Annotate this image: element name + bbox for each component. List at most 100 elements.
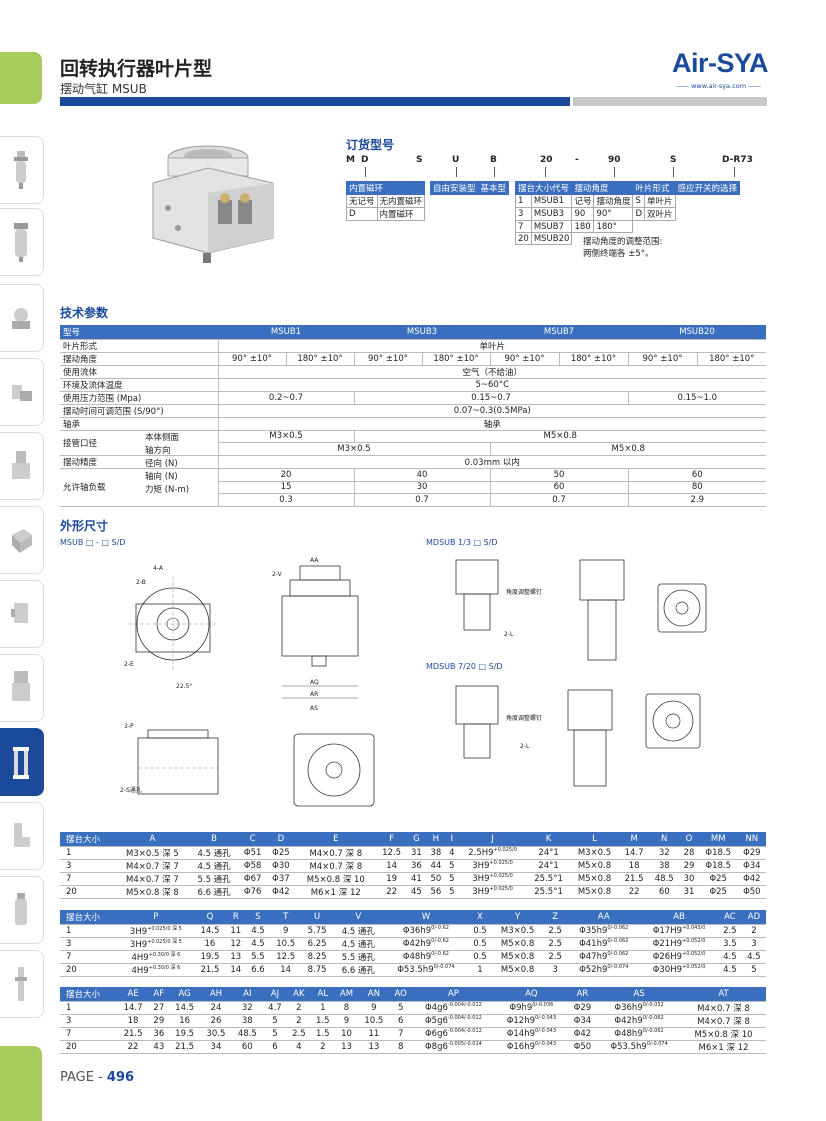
side-tab-regulator[interactable]: [0, 208, 44, 276]
table-cell: 2.5H9+0.025/0: [457, 846, 528, 860]
spec-sublabel: 本体侧面: [145, 432, 180, 443]
spec-cell: 15: [217, 481, 354, 495]
cell-value: 4: [449, 847, 455, 858]
filter-icon: [14, 151, 28, 189]
cell-value: 60: [241, 1041, 253, 1052]
table-cell: 1: [60, 1001, 118, 1015]
side-tab-solenoid[interactable]: [0, 432, 44, 500]
regulator-icon: [14, 223, 28, 262]
side-tab-filter[interactable]: [0, 136, 44, 204]
cell-value: M4×0.7 深 7: [126, 861, 179, 872]
cell-value: 4.5 通孔: [341, 939, 375, 950]
cell-value: 13: [368, 1041, 380, 1052]
cell-value: M3×0.5: [577, 847, 612, 858]
table-cell: 19.5: [168, 1027, 201, 1041]
cell-value: 28: [683, 847, 695, 858]
table-cell: Φ42: [266, 885, 296, 899]
dim-text-4a: 4-A: [153, 565, 164, 572]
cell-value: Φ16h9: [506, 1041, 536, 1052]
table-cell: Φ5g6-0.004/-0.012: [411, 1014, 495, 1028]
tolerance: +0.025/0: [489, 886, 513, 893]
table-cell: 8: [389, 1040, 412, 1054]
side-tab-block[interactable]: [0, 506, 44, 574]
cell-value: M5×0.8: [577, 886, 612, 897]
spec-label: 轴承: [60, 417, 218, 431]
cell-value: 36: [153, 1028, 165, 1039]
cell-value: 2: [296, 1015, 302, 1026]
side-tab-manifold[interactable]: [0, 654, 44, 722]
actuator-icon: [13, 747, 29, 779]
cell-value: 20: [66, 886, 77, 897]
col-header: A: [115, 832, 190, 847]
cell-value: 3: [66, 938, 72, 949]
col-header: AB: [640, 910, 718, 925]
order-header-size: 摆台大小代号: [514, 181, 573, 195]
section-tab[interactable]: [0, 52, 42, 104]
order-cell: 90°: [593, 207, 634, 221]
cell-value: 3H9: [472, 860, 490, 871]
cell-value: 14: [386, 860, 398, 871]
cell-value: 3: [751, 938, 757, 949]
table-cell: 19: [376, 872, 407, 886]
side-tab-elbow[interactable]: [0, 802, 44, 870]
side-tab-actuator[interactable]: [0, 728, 44, 796]
table-cell: 25.5°1: [527, 872, 570, 886]
cell-value: Φ17H9: [652, 925, 683, 936]
table-cell: 0.5: [467, 937, 492, 951]
cell-value: 30.5: [206, 1028, 226, 1039]
cell-value: M5×0.8 深 10: [694, 1029, 753, 1040]
cell-value: 2.5: [548, 938, 562, 949]
spec-label: 摆动精度: [60, 455, 218, 469]
side-tab-misc[interactable]: [0, 950, 44, 1018]
col-header: AA: [567, 910, 641, 925]
cell-value: Φ5g6: [424, 1015, 448, 1026]
spec-header-msub3: MSUB3: [354, 325, 490, 340]
table-cell: 3: [60, 937, 118, 951]
tolerance: -0.005/-0.014: [447, 1041, 482, 1048]
cell-value: 20: [66, 1041, 77, 1052]
tolerance: 0/-0.074: [646, 1041, 668, 1048]
side-tab-cylinder[interactable]: [0, 580, 44, 648]
table-cell: Φ12h90/-0.043: [494, 1014, 568, 1028]
cell-value: 9: [343, 1015, 350, 1026]
cell-value: 8: [343, 1002, 350, 1013]
table-cell: 12.5: [269, 950, 302, 964]
cell-value: Φ34: [573, 1015, 592, 1026]
side-tab-silencer[interactable]: [0, 876, 44, 944]
cell-value: 14.7: [624, 847, 644, 858]
cell-value: Φ58: [243, 860, 262, 871]
table-cell: 22: [619, 885, 650, 899]
cell-value: M5×0.8 深 10: [306, 874, 365, 885]
cell-value: 4.5 通孔: [197, 861, 231, 872]
code-b: B: [490, 155, 497, 165]
table-cell: M5×0.8: [491, 950, 544, 964]
table-cell: M5×0.8: [569, 885, 620, 899]
tolerance: 0/-0.62: [431, 938, 449, 945]
spec-cell: 180° ±10°: [421, 352, 490, 366]
spec-cell: M3×0.5: [217, 442, 490, 456]
cell-value: 4.5: [723, 951, 737, 962]
cell-value: 27: [153, 1002, 165, 1013]
cell-value: 22: [127, 1041, 139, 1052]
table-cell: Φ25: [698, 885, 738, 899]
cell-value: 4.5: [747, 951, 761, 962]
cell-value: 4.7: [268, 1002, 282, 1013]
side-tab-valve[interactable]: [0, 284, 44, 352]
spec-cell: 0.3: [217, 493, 354, 507]
side-tab-fitting[interactable]: [0, 358, 44, 426]
table-cell: 7: [60, 1027, 118, 1041]
cell-value: 2: [751, 925, 757, 936]
cell-value: 13: [230, 951, 242, 962]
table-cell: Φ25: [698, 872, 738, 886]
order-cell: 90: [571, 207, 595, 221]
cell-value: 3.5: [723, 938, 737, 949]
cell-value: Φ29: [743, 847, 761, 858]
spec-cell: 0.15~0.7: [353, 391, 628, 405]
table-cell: 3H9+0.025/0 深 5: [117, 924, 195, 938]
col-header: Z: [543, 910, 568, 925]
table-cell: 43: [148, 1040, 169, 1054]
order-cell: 1: [515, 194, 532, 208]
